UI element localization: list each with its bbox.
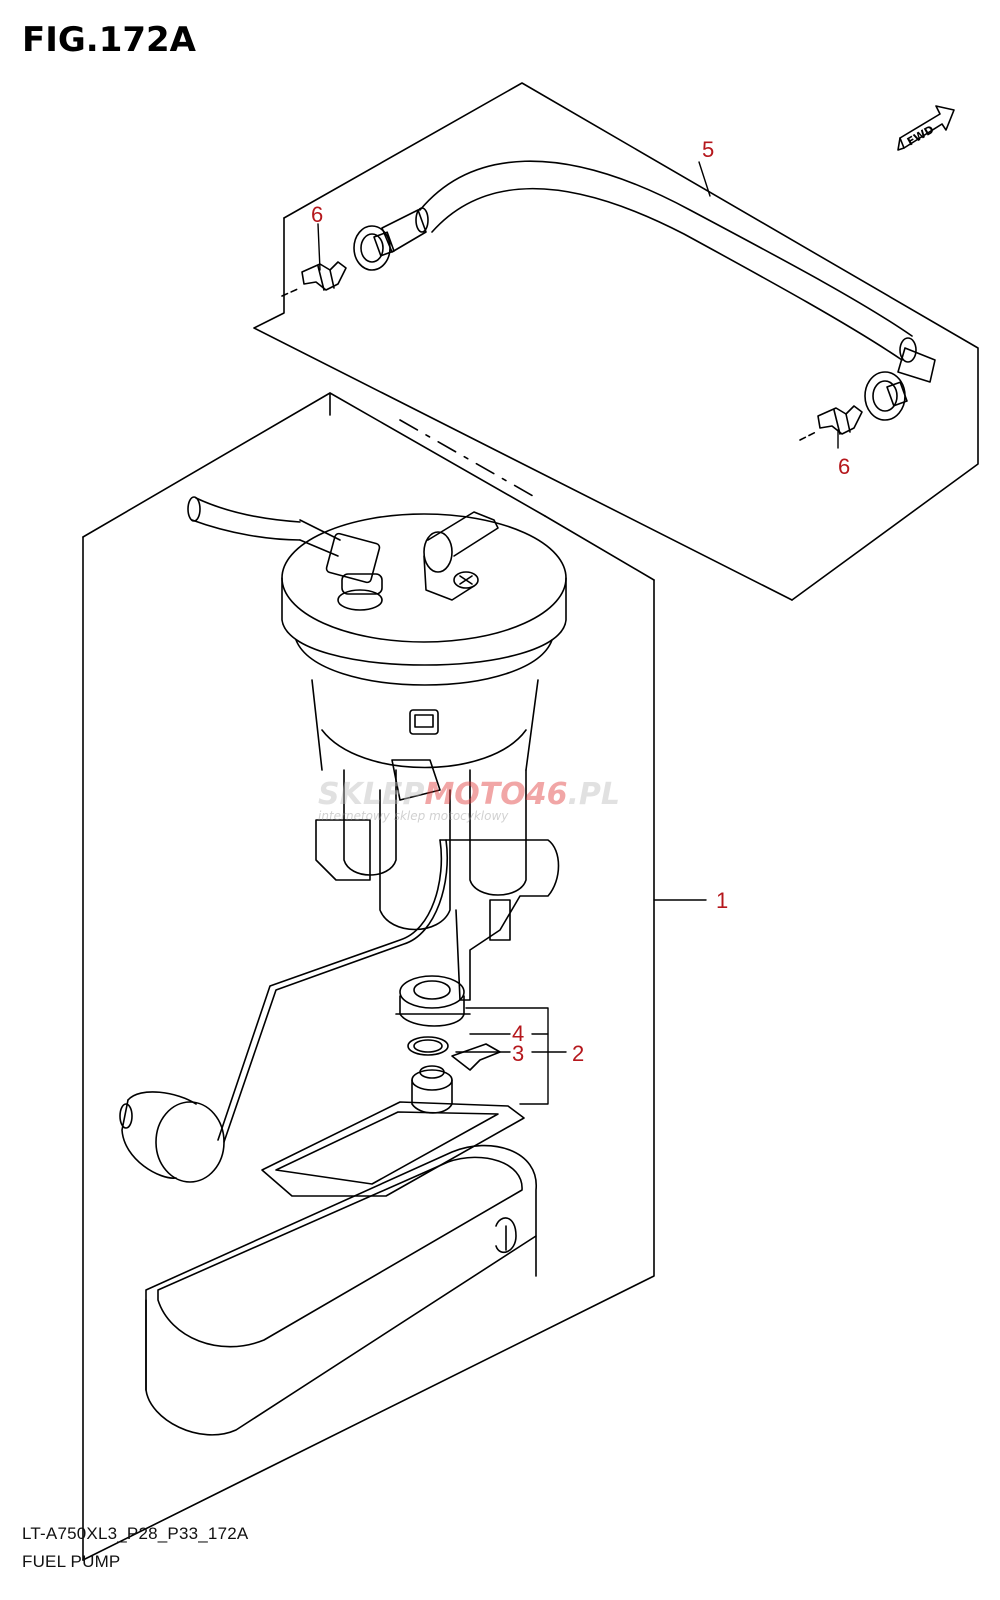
- callout-6-right: 6: [838, 454, 850, 479]
- wire-harness: [187, 496, 383, 611]
- callout-3: 3: [512, 1041, 524, 1066]
- pump-tray: [145, 1144, 537, 1436]
- flange-outlet: [423, 511, 499, 601]
- fuel-level-float: [119, 839, 448, 1183]
- figure-title: FIG.172A: [22, 20, 196, 60]
- callout-1: 1: [716, 888, 728, 913]
- pump-body: [315, 759, 560, 1001]
- fwd-arrow-icon: [897, 105, 955, 151]
- hose-clip-top: [281, 261, 347, 297]
- fuel-strainer: [261, 1065, 525, 1197]
- fuel-hose: [353, 160, 936, 421]
- callout-5: 5: [702, 137, 714, 162]
- callout-2: 2: [572, 1041, 584, 1066]
- svg-text:SKLEPMOTO46.PL: SKLEPMOTO46.PL: [318, 777, 620, 812]
- leader-lines: [317, 161, 839, 1105]
- footer-part-group: FUEL PUMP: [22, 1552, 121, 1571]
- part-3-oring: [407, 1036, 501, 1071]
- part-4-fitting: [395, 975, 471, 1027]
- pump-flange: [281, 513, 567, 771]
- watermark: SKLEPMOTO46.PL internetowy sklep motocyk…: [318, 777, 620, 823]
- callout-6-top: 6: [311, 202, 323, 227]
- hose-group-frame: [253, 82, 979, 601]
- callout-4: 4: [512, 1021, 524, 1046]
- fwd-label: FWD: [905, 123, 936, 149]
- svg-text:internetowy sklep motocyklowy: internetowy sklep motocyklowy: [318, 809, 509, 823]
- footer-model-code: LT-A750XL3_P28_P33_172A: [22, 1524, 249, 1543]
- hose-clip-right: [799, 405, 863, 441]
- pump-group-frame: [82, 392, 655, 1561]
